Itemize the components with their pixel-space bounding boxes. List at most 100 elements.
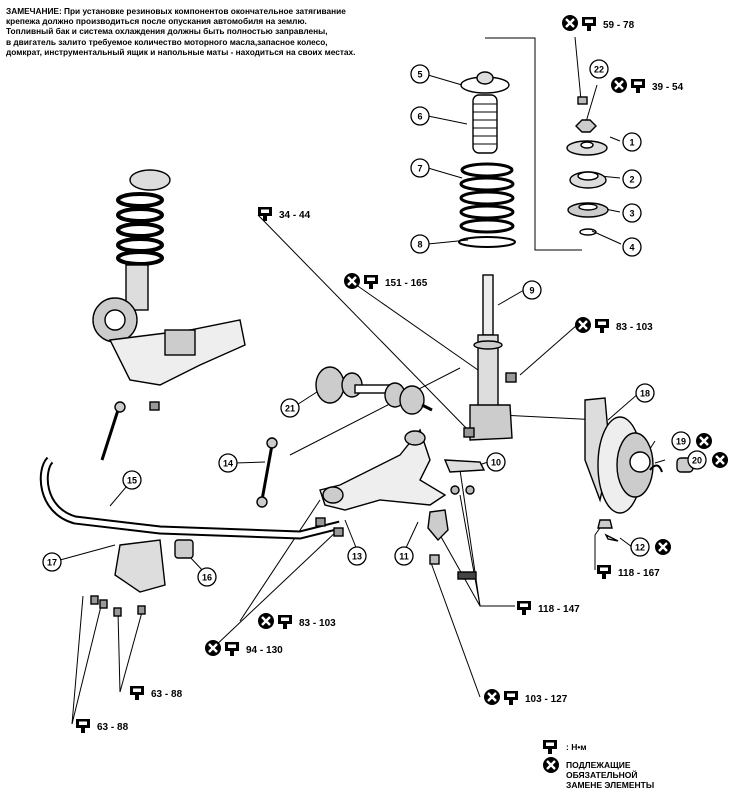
svg-text:18: 18 (640, 389, 650, 399)
callout-22: 22 (589, 59, 609, 79)
callout-replace-marks (653, 431, 730, 557)
callout-19: 19 (671, 431, 691, 451)
replace-icon (653, 537, 673, 557)
note-line: домкрат, инструментальный ящик и напольн… (6, 46, 356, 57)
replace-icon (609, 75, 629, 95)
svg-text:118 - 147: 118 - 147 (538, 604, 580, 615)
svg-text:59 - 78: 59 - 78 (603, 20, 635, 31)
legend-replace-line: ПОДЛЕЖАЩИЕ (566, 760, 631, 770)
svg-text:20: 20 (692, 456, 702, 466)
torque-34-44: 34 - 44 (258, 207, 311, 221)
assembly-note: ЗАМЕЧАНИЕ: При установке резиновых компо… (6, 6, 476, 57)
parts-illustration (39, 71, 694, 617)
svg-text:17: 17 (47, 558, 57, 568)
torque-wrench-icon (597, 565, 611, 579)
callout-9: 9 (522, 280, 542, 300)
svg-text:13: 13 (352, 552, 362, 562)
svg-text:83 - 103: 83 - 103 (616, 322, 653, 333)
replace-icon (203, 638, 223, 658)
callout-17: 17 (42, 552, 62, 572)
replace-icon (342, 271, 362, 291)
svg-text:22: 22 (594, 65, 604, 75)
torque-118-147: 118 - 147 (517, 601, 580, 615)
replace-icon (560, 13, 580, 33)
callout-14: 14 (218, 453, 238, 473)
svg-text:63 - 88: 63 - 88 (151, 689, 183, 700)
torque-39-54: 39 - 54 (609, 75, 684, 95)
svg-text:9: 9 (529, 286, 534, 296)
callout-numbers: 1 2 3 4 5 6 7 8 9 10 11 12 13 14 15 16 1… (42, 59, 707, 587)
replace-icon (256, 611, 276, 631)
replace-icon (694, 431, 714, 451)
callout-10: 10 (486, 452, 506, 472)
torque-wrench-icon (130, 686, 144, 700)
torque-83-103-lower: 83 - 103 (256, 611, 336, 631)
svg-text:83 - 103: 83 - 103 (299, 618, 336, 629)
svg-text:14: 14 (223, 459, 233, 469)
callout-20: 20 (687, 450, 707, 470)
torque-63-88-upper: 63 - 88 (130, 686, 183, 700)
callout-1: 1 (622, 132, 642, 152)
callout-13: 13 (347, 546, 367, 566)
callout-6: 6 (410, 106, 430, 126)
svg-text:151 - 165: 151 - 165 (385, 278, 428, 289)
torque-wrench-icon (258, 207, 272, 221)
callout-11: 11 (394, 546, 414, 566)
torque-63-88-lower: 63 - 88 (76, 719, 129, 733)
svg-text:94 - 130: 94 - 130 (246, 645, 283, 656)
svg-text:8: 8 (417, 240, 422, 250)
callout-18: 18 (635, 383, 655, 403)
torque-wrench-icon (543, 740, 557, 754)
torque-wrench-icon (364, 275, 378, 289)
svg-text:103 - 127: 103 - 127 (525, 694, 568, 705)
svg-text:2: 2 (629, 175, 634, 185)
torque-103-127: 103 - 127 (482, 687, 568, 707)
svg-text:7: 7 (417, 164, 422, 174)
torque-151-165: 151 - 165 (342, 271, 428, 291)
callout-8: 8 (410, 234, 430, 254)
replace-icon (710, 450, 730, 470)
callout-15: 15 (122, 470, 142, 490)
svg-text:19: 19 (676, 437, 686, 447)
torque-wrench-icon (76, 719, 90, 733)
torque-wrench-icon (225, 642, 239, 656)
callout-4: 4 (622, 237, 642, 257)
svg-text:63 - 88: 63 - 88 (97, 722, 129, 733)
torque-specs: 59 - 78 39 - 54 34 - 44 151 - 165 83 - 1… (76, 13, 684, 733)
replace-icon (482, 687, 502, 707)
torque-59-78: 59 - 78 (560, 13, 635, 33)
callout-7: 7 (410, 158, 430, 178)
svg-text:118 - 167: 118 - 167 (618, 568, 660, 579)
torque-wrench-icon (582, 17, 596, 31)
svg-text:1: 1 (629, 138, 634, 148)
callout-21: 21 (280, 398, 300, 418)
svg-text:34 - 44: 34 - 44 (279, 210, 311, 221)
svg-text:15: 15 (127, 476, 137, 486)
torque-wrench-icon (278, 615, 292, 629)
legend-torque-unit: : Н•м (566, 742, 587, 752)
torque-118-167: 118 - 167 (597, 565, 660, 579)
replace-icon (573, 315, 593, 335)
svg-text:21: 21 (285, 404, 295, 414)
legend-replace-line: ЗАМЕНЕ ЭЛЕМЕНТЫ (566, 780, 654, 790)
callout-2: 2 (622, 169, 642, 189)
torque-94-130: 94 - 130 (203, 638, 283, 658)
callout-3: 3 (622, 203, 642, 223)
note-line: в двигатель залито требуемое количество … (6, 36, 328, 47)
callout-5: 5 (410, 64, 430, 84)
svg-text:5: 5 (417, 70, 422, 80)
svg-text:11: 11 (399, 552, 409, 562)
svg-text:3: 3 (629, 209, 634, 219)
torque-wrench-icon (504, 691, 518, 705)
legend-replace-line: ОБЯЗАТЕЛЬНОЙ (566, 769, 637, 780)
svg-text:16: 16 (202, 573, 212, 583)
note-line: Топливный бак и система охлаждения должн… (6, 26, 328, 37)
legend: : Н•м ПОДЛЕЖАЩИЕ ОБЯЗАТЕЛЬНОЙ ЗАМЕНЕ ЭЛЕ… (541, 740, 654, 790)
svg-text:6: 6 (417, 112, 422, 122)
callout-12: 12 (630, 537, 650, 557)
svg-text:4: 4 (629, 243, 634, 253)
svg-text:39 - 54: 39 - 54 (652, 82, 684, 93)
note-line: крепежа должно производиться после опуск… (6, 16, 307, 27)
torque-83-103-upper: 83 - 103 (573, 315, 653, 335)
replace-icon (541, 755, 561, 775)
